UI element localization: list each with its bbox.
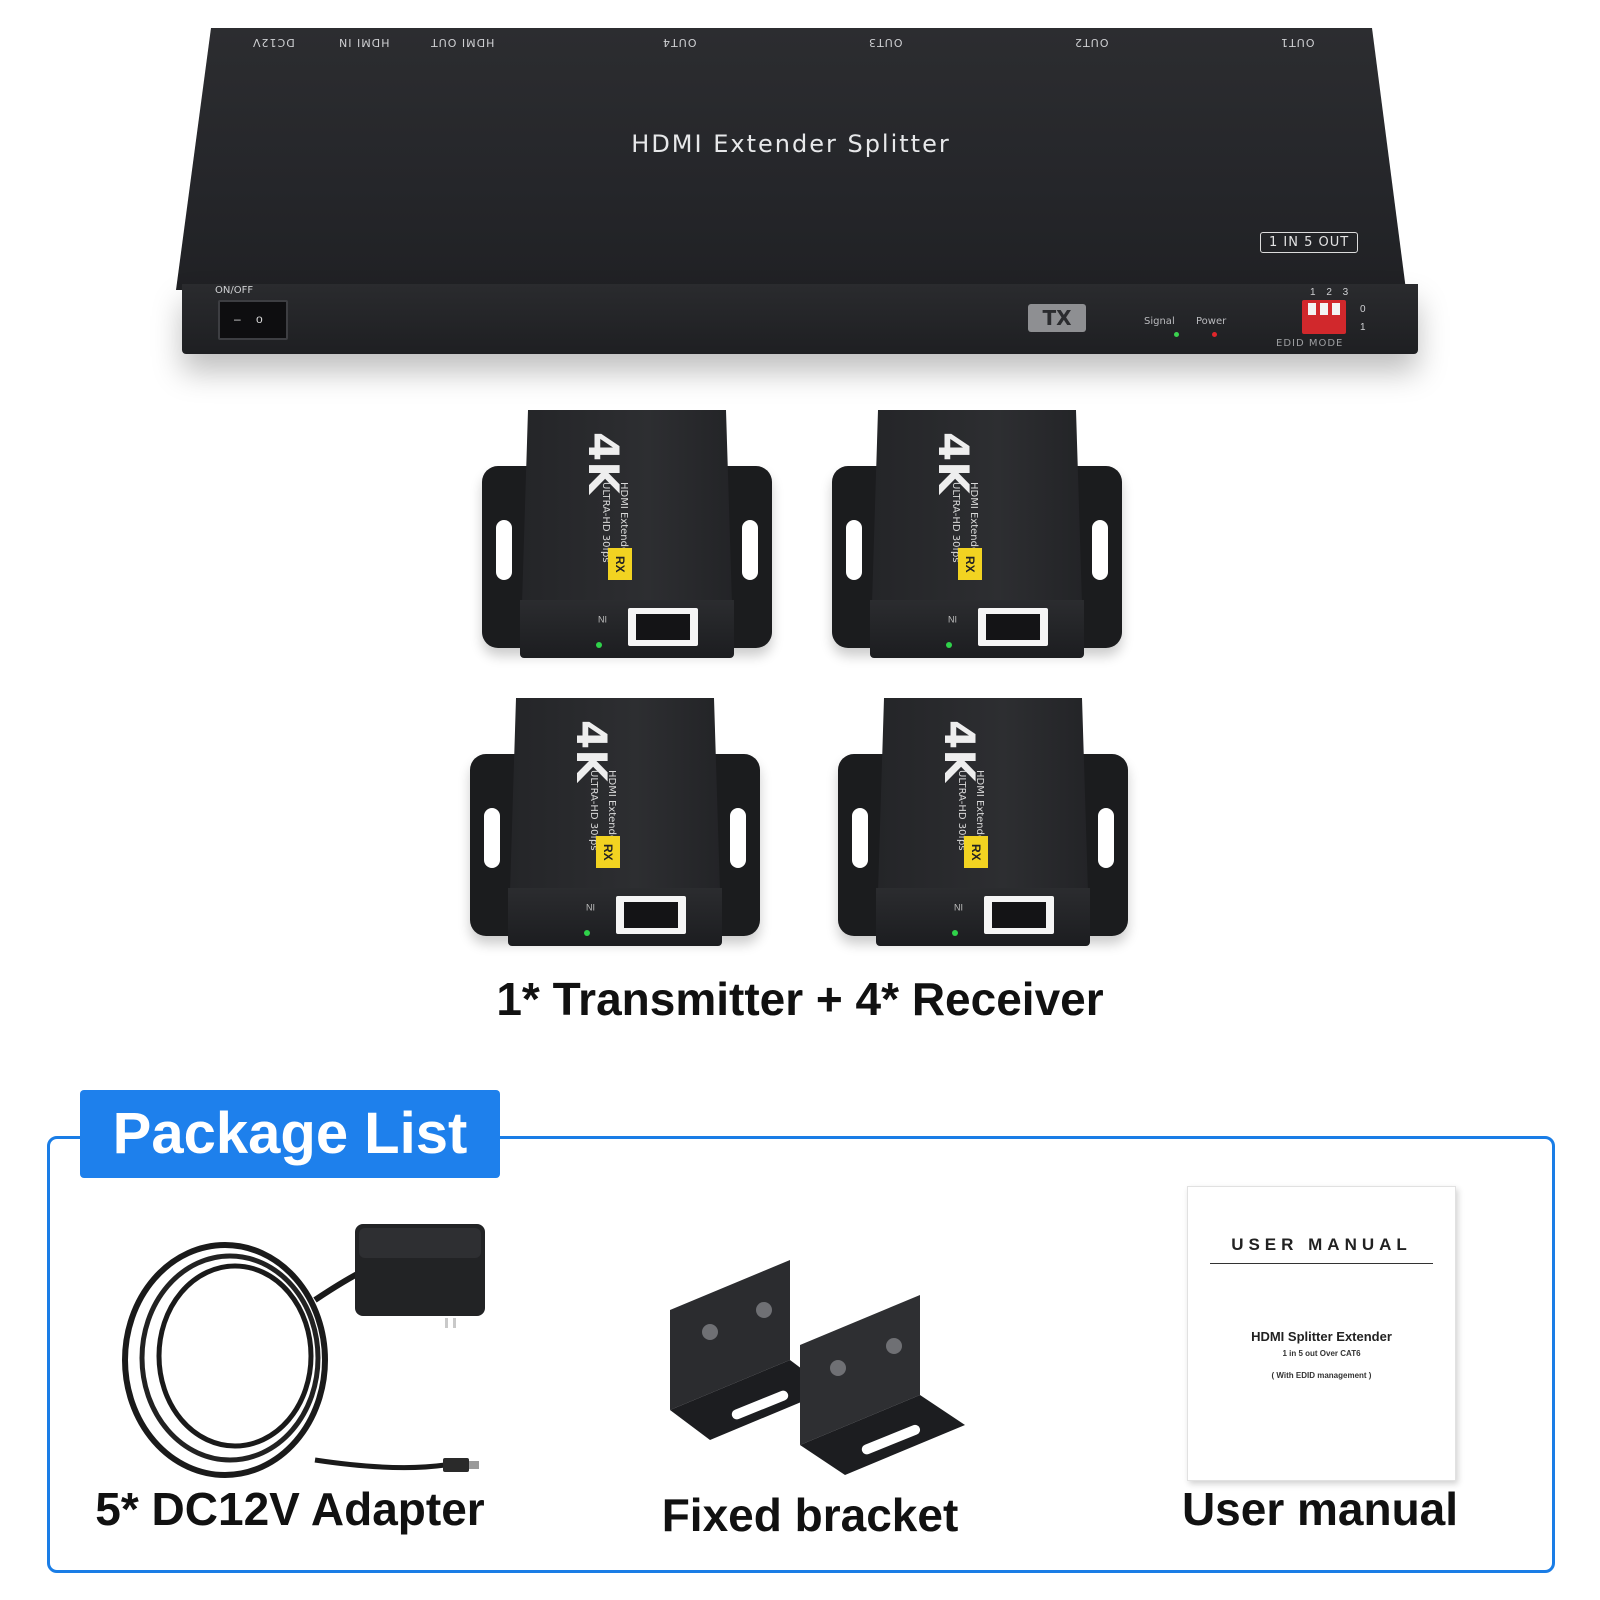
fixed-bracket-image (670, 1260, 965, 1475)
edid-dip-switch (1302, 300, 1346, 334)
receiver-unit: 4K HDMI Extender ULTRA-HD 30fps RX IN (470, 698, 770, 948)
receiver-line1: HDMI Extender (618, 482, 629, 558)
switch-off-symbol: – (234, 312, 241, 326)
tx-badge: TX (1028, 304, 1086, 332)
kit-caption: 1* Transmitter + 4* Receiver (496, 973, 1104, 1025)
dip-numbers: 1 2 3 (1310, 287, 1353, 298)
switch-label: ON/OFF (215, 285, 254, 296)
receiver-line2: ULTRA-HD 30fps (956, 770, 967, 851)
receiver-line1: HDMI Extender (606, 770, 617, 846)
power-label: Power (1196, 316, 1227, 327)
receiver-line1: HDMI Extender (968, 482, 979, 558)
port-label-out4: OUT4 (662, 36, 697, 49)
signal-label: Signal (1144, 316, 1175, 327)
bracket-caption: Fixed bracket (661, 1489, 959, 1541)
port-label-out1: OUT1 (1280, 36, 1315, 49)
manual-note: ( With EDID management ) (1271, 1371, 1372, 1380)
receiver-led (946, 642, 952, 648)
port-label-hdmi-in: HDMI IN (338, 36, 390, 49)
receiver-unit: 4K HDMI Extender ULTRA-HD 30fps RX IN (838, 698, 1138, 948)
receiver-led (596, 642, 602, 648)
power-adapter-image (122, 1224, 485, 1478)
signal-led (1174, 332, 1179, 337)
receiver-led (952, 930, 958, 936)
receiver-in-label: IN (598, 614, 607, 624)
manual-caption: User manual (1181, 1483, 1459, 1535)
package-list-heading: Package List (80, 1090, 500, 1178)
user-manual-image: USER MANUAL HDMI Splitter Extender 1 in … (1187, 1186, 1456, 1481)
receiver-line2: ULTRA-HD 30fps (588, 770, 599, 851)
rj45-port (628, 608, 698, 646)
power-switch: – o (218, 300, 288, 340)
transmitter-title: HDMI Extender Splitter (631, 130, 951, 158)
rj45-port (616, 896, 686, 934)
power-led (1212, 332, 1217, 337)
dip-side-0: 0 (1360, 304, 1366, 315)
manual-header: USER MANUAL (1231, 1235, 1412, 1254)
manual-subtitle: 1 in 5 out Over CAT6 (1282, 1349, 1361, 1358)
rx-badge: RX (596, 836, 620, 868)
transmitter-front-panel (182, 284, 1418, 354)
port-label-hdmi-out: HDMI OUT (430, 36, 495, 49)
io-badge: 1 IN 5 OUT (1260, 232, 1359, 253)
receiver-in-label: IN (948, 614, 957, 624)
receiver-led (584, 930, 590, 936)
rx-badge: RX (608, 548, 632, 580)
manual-divider (1210, 1263, 1433, 1264)
port-label-out3: OUT3 (868, 36, 903, 49)
edid-mode-label: EDID MODE (1276, 338, 1344, 349)
port-label-out2: OUT2 (1074, 36, 1109, 49)
receiver-line2: ULTRA-HD 30fps (950, 482, 961, 563)
manual-title: HDMI Splitter Extender (1251, 1329, 1392, 1344)
port-label-dc12v: DC12V (252, 36, 295, 49)
receiver-line1: HDMI Extender (974, 770, 985, 846)
receiver-unit: 4K HDMI Extender ULTRA-HD 30fps RX IN (832, 410, 1132, 660)
dip-side-1: 1 (1360, 322, 1366, 333)
receiver-in-label: IN (954, 902, 963, 912)
package-list-frame (47, 1136, 1555, 1573)
rx-badge: RX (964, 836, 988, 868)
transmitter-top (176, 28, 1406, 290)
rj45-port (978, 608, 1048, 646)
rj45-port (984, 896, 1054, 934)
receiver-unit: 4K HDMI Extender ULTRA-HD 30fps RX IN (482, 410, 782, 660)
adapter-caption: 5* DC12V Adapter (95, 1483, 485, 1535)
receiver-in-label: IN (586, 902, 595, 912)
switch-on-symbol: o (256, 312, 263, 326)
receiver-line2: ULTRA-HD 30fps (600, 482, 611, 563)
rx-badge: RX (958, 548, 982, 580)
